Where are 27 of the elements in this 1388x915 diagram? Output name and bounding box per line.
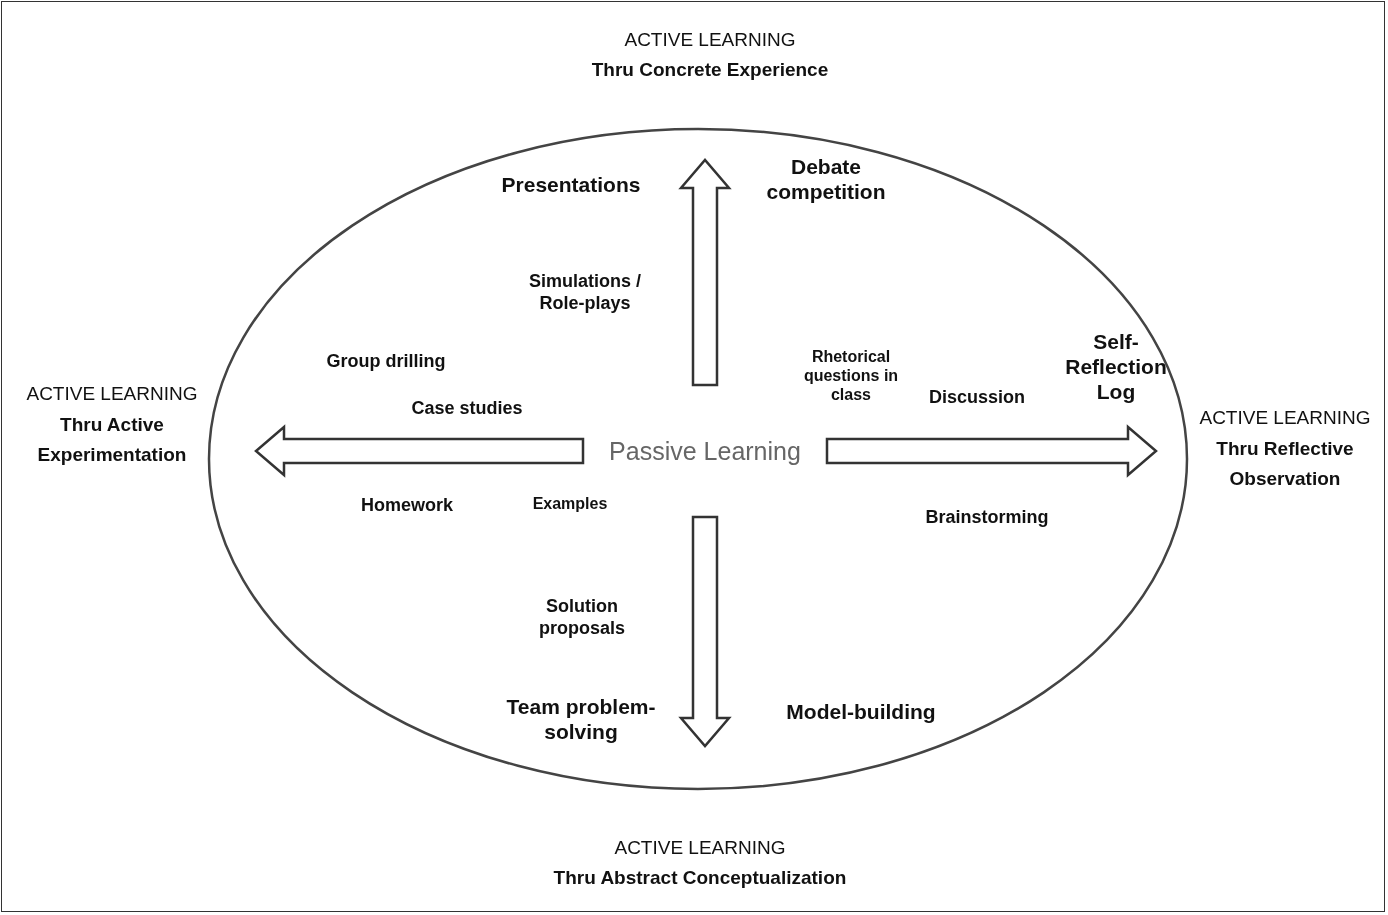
mode-heading: ACTIVE LEARNING: [623, 27, 797, 52]
activity-label: Discussion: [928, 387, 1026, 409]
activity-label: Presentations: [500, 172, 642, 198]
activity-label: Team problem-solving: [505, 693, 657, 745]
block-arrow: [678, 515, 732, 748]
activity-label: Homework: [360, 495, 454, 517]
activity-label: Debate competition: [765, 153, 887, 205]
block-arrow: [254, 424, 585, 478]
activity-label: Case studies: [410, 398, 524, 420]
mode-heading: ACTIVE LEARNING: [1198, 406, 1372, 431]
activity-label: Examples: [531, 494, 609, 514]
mode-subtitle: Thru Active Experimentation: [36, 412, 188, 468]
activity-label: Brainstorming: [924, 507, 1050, 529]
activity-label: Self-Reflection Log: [1064, 329, 1168, 405]
mode-heading: ACTIVE LEARNING: [613, 835, 787, 860]
activity-label: Group drilling: [325, 351, 447, 373]
mode-subtitle: Thru Reflective Observation: [1215, 436, 1355, 492]
activity-label: Simulations / Role-plays: [528, 271, 642, 315]
activity-label: Solution proposals: [538, 596, 626, 640]
block-arrow: [825, 424, 1158, 478]
mode-subtitle: Thru Abstract Conceptualization: [552, 866, 848, 890]
mode-heading: ACTIVE LEARNING: [25, 382, 199, 407]
activity-label: Rhetorical questions in class: [802, 347, 900, 405]
mode-subtitle: Thru Concrete Experience: [590, 58, 830, 82]
block-arrow: [678, 158, 732, 387]
center-label: Passive Learning: [608, 435, 802, 467]
activity-label: Model-building: [785, 699, 937, 725]
